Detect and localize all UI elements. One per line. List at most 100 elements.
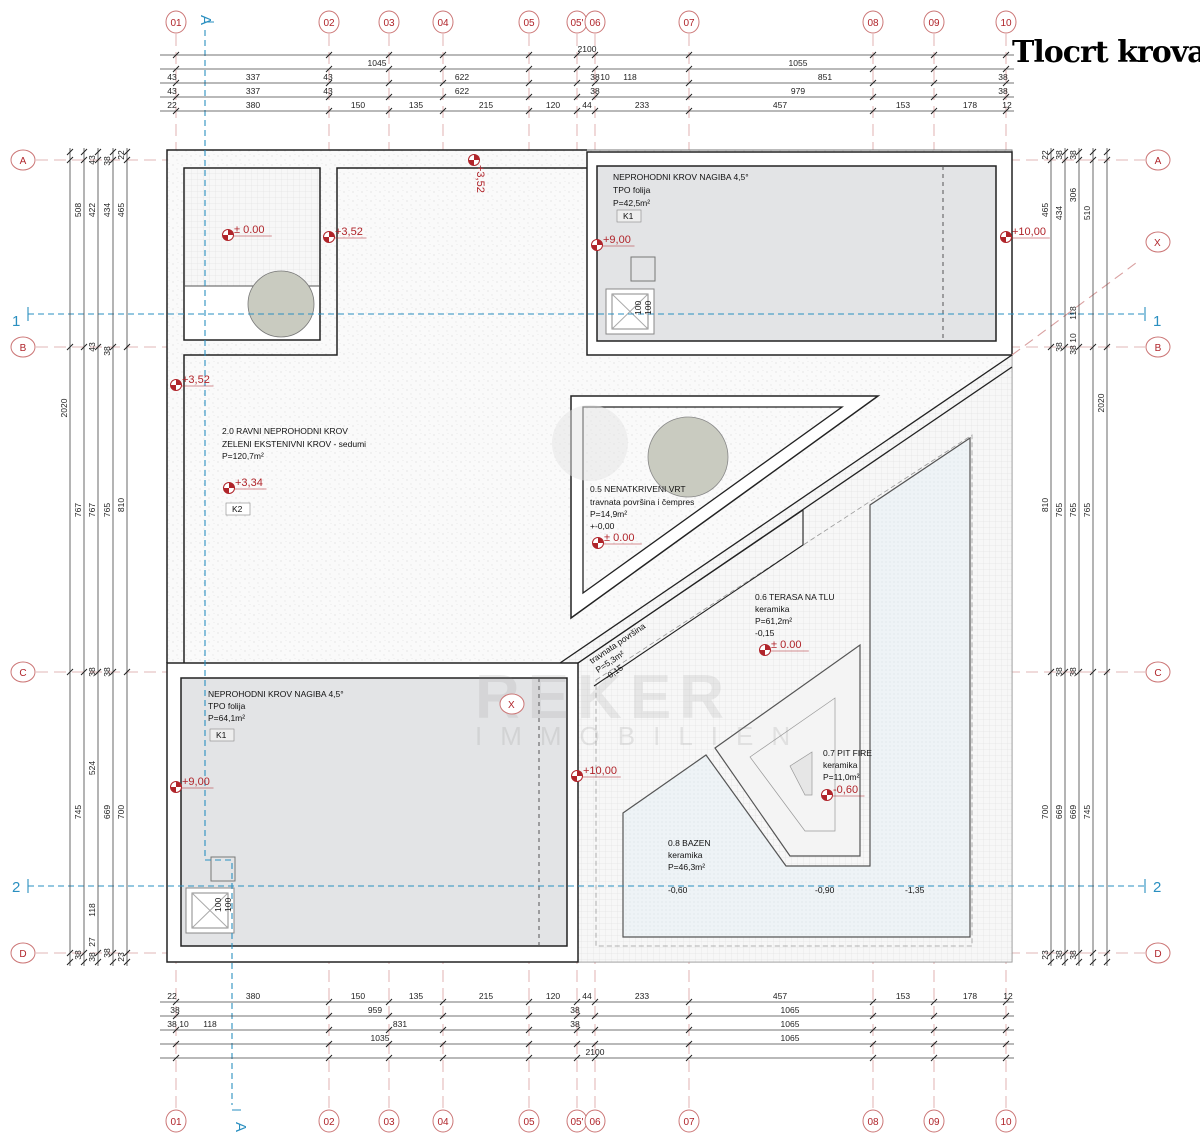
grid-bubble-06: 06 — [584, 10, 606, 34]
outer-wall — [166, 149, 587, 663]
dimension-label: 669 — [102, 805, 112, 819]
dimension-tick — [172, 1012, 180, 1020]
dimension-tick — [123, 343, 131, 351]
grid-bubble-01: 01 — [165, 10, 187, 34]
dimension-tick — [385, 1026, 393, 1034]
dimension-tick — [1075, 949, 1083, 957]
zone-tag: K1 — [623, 211, 634, 221]
dimension-label: 10 — [1068, 333, 1078, 343]
dimension-tick — [685, 1054, 693, 1062]
bubble-circle — [1145, 149, 1171, 171]
bubble-circle — [10, 661, 36, 683]
dimension-label: 38 — [1054, 150, 1064, 160]
elevation-label: ± 0.00 — [604, 532, 635, 544]
dimension-tick — [80, 343, 88, 351]
dimension-label: 10 — [600, 72, 610, 82]
grid-bubble-label: 01 — [170, 18, 182, 29]
grid-bubble-label: 03 — [383, 18, 395, 29]
grid-bubble-label: 07 — [683, 1117, 695, 1128]
grid-bubble-label: 07 — [683, 18, 695, 29]
dimension-tick — [869, 51, 877, 59]
grid-bubble-05': 05' — [566, 10, 588, 34]
elevation-marker: +10,00 — [1000, 226, 1050, 243]
dimension-label: 38 — [570, 1019, 580, 1029]
dimension-label: 150 — [351, 991, 365, 1001]
elevation-marker: ± 0.00 — [592, 532, 642, 549]
section-a-top-label: A — [197, 15, 214, 25]
elevation-label: +3,52 — [335, 226, 363, 238]
dimension-tick — [591, 998, 599, 1006]
bubble-circle — [1145, 661, 1171, 683]
dimension-tick — [439, 1040, 447, 1048]
dimension-label: 153 — [896, 100, 910, 110]
elevation-label: +3,52 — [474, 165, 486, 193]
grid-bubble-label: 06 — [589, 1117, 601, 1128]
zone-area: P=42,5m² — [613, 198, 650, 208]
level-marker-fill — [170, 379, 182, 391]
dimension-tick — [525, 1026, 533, 1034]
elevation-marker: -0,60 — [821, 784, 865, 801]
grid-bubble-label: 09 — [928, 18, 940, 29]
dimension-tick — [109, 343, 117, 351]
dimension-tick — [385, 1040, 393, 1048]
dimension-tick — [1002, 51, 1010, 59]
level-marker-fill — [592, 537, 604, 549]
zone-name: 0.6 TERASA NA TLU — [755, 592, 835, 602]
dimension-tick — [869, 65, 877, 73]
level-marker-fill — [759, 644, 771, 656]
dimension-tick — [325, 1054, 333, 1062]
skylight-small — [630, 256, 656, 282]
dimension-tick — [685, 93, 693, 101]
grid-bubble-label: 05' — [570, 1117, 583, 1128]
pit-fire — [714, 643, 861, 857]
dimension-tick — [109, 949, 117, 957]
dimension-label: 43 — [323, 72, 333, 82]
level-marker-fill — [170, 781, 182, 793]
dimension-tick — [1047, 343, 1055, 351]
dimension-label: 178 — [963, 991, 977, 1001]
zone-terrace: 0.6 TERASA NA TLU keramika P=61,2m² -0,1… — [755, 592, 835, 638]
level-marker-fill — [821, 789, 833, 801]
dimension-tick — [385, 107, 393, 115]
dimension-tick — [930, 65, 938, 73]
bubble-circle — [518, 1109, 540, 1133]
dimension-tick — [869, 79, 877, 87]
dimension-label: 2100 — [578, 44, 597, 54]
roof-hatch-icon — [605, 288, 655, 335]
grid-bubble-D: D — [1145, 942, 1171, 964]
dimension-tick — [94, 958, 102, 966]
dimension-label: 524 — [87, 761, 97, 775]
dimension-tick — [525, 79, 533, 87]
zone-material: TPO folija — [613, 185, 651, 195]
dimension-tick — [385, 1012, 393, 1020]
dimension-label: 38 — [102, 156, 112, 166]
bubble-circle — [995, 1109, 1017, 1133]
dimension-label: 150 — [351, 100, 365, 110]
diagonal-wall-c — [577, 508, 804, 687]
dimension-label: 669 — [1068, 805, 1078, 819]
dimension-tick — [685, 79, 693, 87]
level-marker-fill — [323, 231, 335, 243]
dimension-label: 135 — [409, 991, 423, 1001]
zone-tag: K1 — [216, 730, 227, 740]
bubble-circle — [378, 1109, 400, 1133]
roof-bottom-left — [180, 677, 568, 947]
elevation-label: ± 0.00 — [771, 639, 802, 651]
section-lines — [27, 21, 1146, 1111]
dimension-tick — [123, 958, 131, 966]
dimension-tick — [525, 107, 533, 115]
dimension-label: 38 — [102, 667, 112, 677]
dimension-tick — [1103, 156, 1111, 164]
dimension-tick — [591, 79, 599, 87]
grid-bubble-02: 02 — [318, 10, 340, 34]
dimension-tick — [685, 107, 693, 115]
dimension-label: 337 — [246, 86, 260, 96]
bubble-circle — [584, 10, 606, 34]
dimension-tick — [1002, 65, 1010, 73]
grid-bubble-label: 03 — [383, 1117, 395, 1128]
dimension-label: 508 — [73, 203, 83, 217]
svg-text:X: X — [508, 700, 515, 711]
bubble-circle — [432, 10, 454, 34]
dimension-tick — [930, 1040, 938, 1048]
dimension-tick — [1047, 668, 1055, 676]
